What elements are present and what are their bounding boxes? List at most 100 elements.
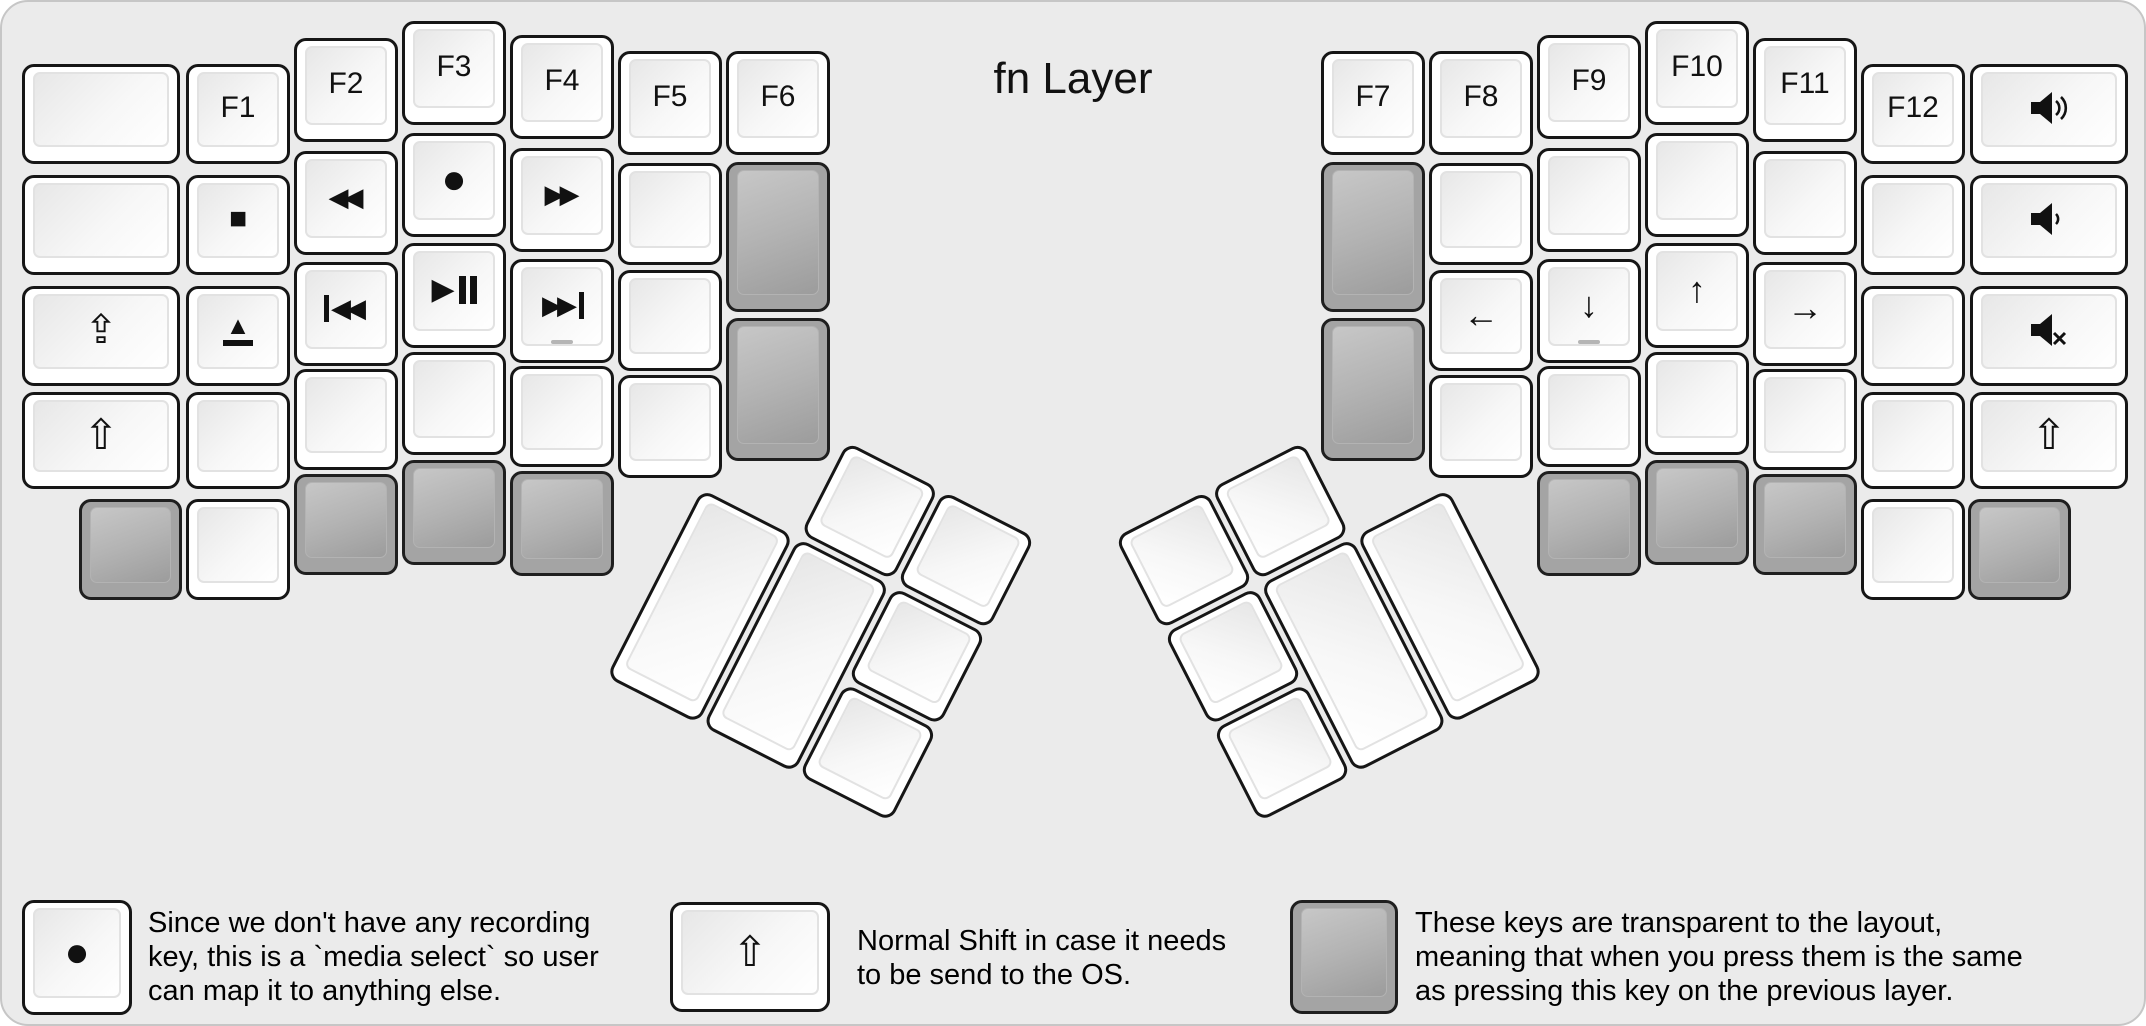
key-f3[interactable]: F3 bbox=[402, 21, 506, 125]
key-transparent[interactable] bbox=[79, 499, 182, 600]
key-blank[interactable] bbox=[510, 366, 614, 467]
key-f1[interactable]: F1 bbox=[186, 64, 290, 164]
key-blank[interactable] bbox=[1861, 499, 1965, 600]
key-blank[interactable] bbox=[618, 163, 722, 265]
keycap bbox=[865, 599, 973, 706]
key-blank[interactable] bbox=[22, 175, 180, 275]
key-arrow-right[interactable]: → bbox=[1753, 262, 1857, 366]
key-blank[interactable] bbox=[1537, 366, 1641, 467]
keycap bbox=[521, 479, 603, 559]
keycap bbox=[1224, 453, 1332, 561]
key-transparent[interactable] bbox=[1753, 474, 1857, 575]
key-blank[interactable] bbox=[1861, 175, 1965, 275]
key-f9[interactable]: F9 bbox=[1537, 35, 1641, 139]
key-transparent[interactable] bbox=[726, 162, 830, 312]
keycap bbox=[1872, 507, 1954, 583]
key-f5[interactable]: F5 bbox=[618, 51, 722, 155]
keycap bbox=[521, 267, 603, 346]
fast-forward-icon: ▶▶ bbox=[544, 178, 580, 209]
key-f4[interactable]: F4 bbox=[510, 35, 614, 139]
keycap bbox=[33, 72, 169, 147]
keycap bbox=[1764, 46, 1846, 125]
key-blank[interactable] bbox=[294, 369, 398, 470]
key-record[interactable]: ● bbox=[402, 133, 506, 237]
key-transparent[interactable] bbox=[1537, 471, 1641, 576]
keycap bbox=[197, 294, 279, 369]
key-f10[interactable]: F10 bbox=[1645, 21, 1749, 125]
legend-transparent-keys-text: These keys are transparent to the layout… bbox=[1415, 907, 2023, 1007]
keycap bbox=[413, 29, 495, 108]
key-f2[interactable]: F2 bbox=[294, 38, 398, 142]
keycap bbox=[1656, 468, 1738, 548]
key-transparent[interactable] bbox=[1321, 162, 1425, 312]
key-arrow-down[interactable]: ↓ bbox=[1537, 259, 1641, 363]
keycap bbox=[1872, 183, 1954, 258]
keycap bbox=[1656, 360, 1738, 438]
key-transparent[interactable] bbox=[510, 471, 614, 576]
key-prev-track[interactable]: ◀◀ bbox=[294, 262, 398, 366]
eject-icon: ▲ bbox=[189, 289, 287, 371]
keycap bbox=[1548, 479, 1630, 559]
keycap bbox=[629, 59, 711, 138]
key-f12[interactable]: F12 bbox=[1861, 64, 1965, 164]
key-mute[interactable] bbox=[1970, 286, 2128, 386]
key-transparent[interactable] bbox=[1321, 318, 1425, 461]
prev-track-icon: ◀◀ bbox=[297, 265, 395, 351]
key-blank[interactable] bbox=[1861, 286, 1965, 386]
homing-dash bbox=[1578, 340, 1600, 344]
key-label: F4 bbox=[544, 64, 580, 97]
key-blank[interactable] bbox=[1645, 352, 1749, 455]
key-f7[interactable]: F7 bbox=[1321, 51, 1425, 155]
key-f6[interactable]: F6 bbox=[726, 51, 830, 155]
key-blank[interactable] bbox=[1645, 133, 1749, 237]
key-transparent[interactable] bbox=[294, 474, 398, 575]
key-blank[interactable] bbox=[186, 499, 290, 600]
keycap bbox=[1656, 251, 1738, 331]
legend-media-select: ● Since we don't have any recording key,… bbox=[22, 900, 599, 1015]
key-blank[interactable] bbox=[618, 270, 722, 371]
key-transparent[interactable] bbox=[726, 318, 830, 461]
key-arrow-left[interactable]: ← bbox=[1429, 270, 1533, 371]
key-next-track[interactable]: ▶▶ bbox=[510, 259, 614, 363]
key-arrow-up[interactable]: ↑ bbox=[1645, 243, 1749, 348]
arrow-up-icon: ↑ bbox=[1688, 268, 1706, 310]
key-transparent[interactable] bbox=[1968, 499, 2071, 600]
key-rewind[interactable]: ◀◀ bbox=[294, 151, 398, 255]
keycap bbox=[413, 141, 495, 220]
record-key-sample: ● bbox=[22, 900, 132, 1015]
key-shift-left[interactable]: ⇧ bbox=[22, 392, 180, 489]
key-blank[interactable] bbox=[1537, 148, 1641, 252]
key-caps[interactable]: ⇪ bbox=[22, 286, 180, 386]
keycap bbox=[33, 294, 169, 369]
shift-icon: ⇧ bbox=[2031, 411, 2067, 458]
key-f11[interactable]: F11 bbox=[1753, 38, 1857, 142]
key-blank[interactable] bbox=[1429, 375, 1533, 478]
keycap bbox=[1332, 59, 1414, 138]
keycap bbox=[1440, 383, 1522, 461]
record-icon: ● bbox=[64, 927, 90, 975]
keycap bbox=[197, 72, 279, 147]
key-volume-up[interactable] bbox=[1970, 64, 2128, 164]
key-blank[interactable] bbox=[1429, 163, 1533, 265]
keycap bbox=[413, 360, 495, 438]
key-blank[interactable] bbox=[186, 392, 290, 489]
keycap bbox=[1440, 278, 1522, 354]
key-fast-forward[interactable]: ▶▶ bbox=[510, 148, 614, 252]
key-stop[interactable]: ■ bbox=[186, 175, 290, 275]
key-blank[interactable] bbox=[1753, 151, 1857, 255]
key-blank[interactable] bbox=[1861, 392, 1965, 489]
key-shift-right[interactable]: ⇧ bbox=[1970, 392, 2128, 489]
key-transparent[interactable] bbox=[1645, 460, 1749, 565]
key-blank[interactable] bbox=[402, 352, 506, 455]
key-volume-down[interactable] bbox=[1970, 175, 2128, 275]
key-blank[interactable] bbox=[1753, 369, 1857, 470]
key-transparent[interactable] bbox=[402, 460, 506, 565]
caps-icon: ⇪ bbox=[84, 308, 118, 352]
key-f8[interactable]: F8 bbox=[1429, 51, 1533, 155]
key-play-pause[interactable]: ▶ bbox=[402, 243, 506, 348]
key-eject[interactable]: ▲ bbox=[186, 286, 290, 386]
key-blank[interactable] bbox=[618, 375, 722, 478]
key-blank[interactable] bbox=[22, 64, 180, 164]
keycap bbox=[1979, 507, 2060, 583]
keycap bbox=[521, 374, 603, 450]
